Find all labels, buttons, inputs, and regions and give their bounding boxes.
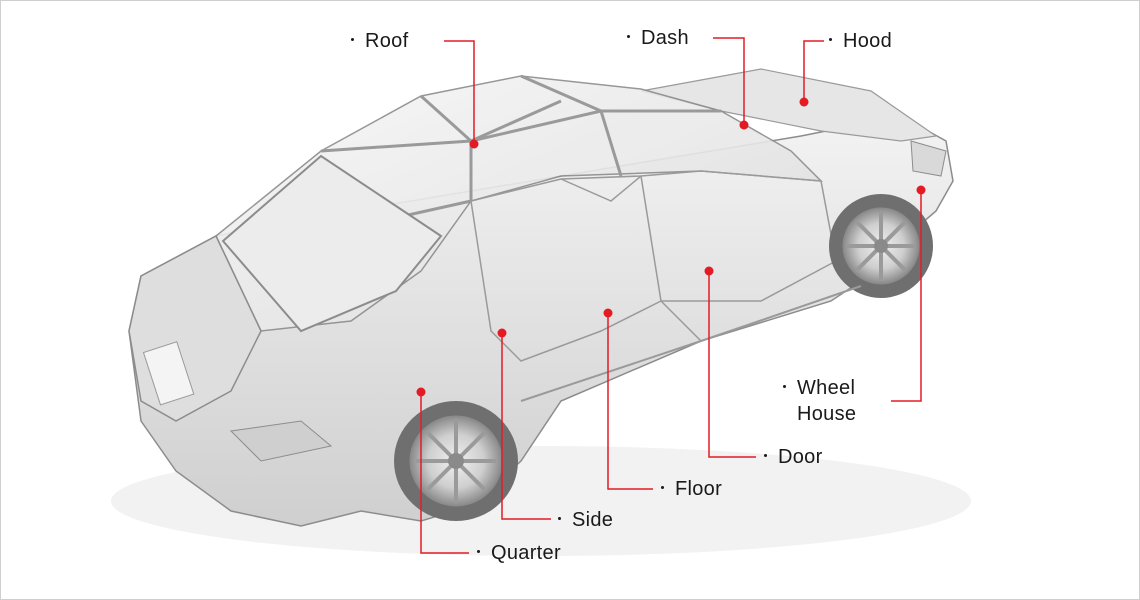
label-quarter: Quarter	[477, 540, 561, 566]
label-floor: Floor	[661, 476, 722, 502]
label-floor-text: Floor	[675, 478, 722, 500]
label-side: Side	[558, 507, 613, 533]
label-wheel-house-line2: House	[783, 401, 856, 427]
hood-marker	[800, 98, 809, 107]
bullet-icon	[661, 486, 664, 489]
label-dash-text: Dash	[641, 27, 689, 49]
roof-marker	[470, 140, 479, 149]
bullet-icon	[351, 38, 354, 41]
rear-wheel	[394, 401, 518, 521]
label-wheel-house: Wheel House	[783, 375, 856, 427]
front-wheel	[829, 194, 933, 298]
label-quarter-text: Quarter	[491, 542, 561, 564]
door-marker	[705, 267, 714, 276]
label-dash: Dash	[627, 25, 689, 51]
wheel-house-marker	[917, 186, 926, 195]
label-wheel-house-line1: Wheel	[797, 377, 855, 399]
bullet-icon	[627, 35, 630, 38]
side-marker	[498, 329, 507, 338]
floor-marker	[604, 309, 613, 318]
bullet-icon	[829, 38, 832, 41]
label-hood: Hood	[829, 28, 892, 54]
label-hood-text: Hood	[843, 30, 892, 52]
bullet-icon	[783, 385, 786, 388]
label-roof-text: Roof	[365, 30, 408, 52]
bullet-icon	[764, 454, 767, 457]
label-door: Door	[764, 444, 823, 470]
label-roof: Roof	[351, 28, 408, 54]
label-side-text: Side	[572, 509, 613, 531]
bullet-icon	[477, 550, 480, 553]
quarter-marker	[417, 388, 426, 397]
dash-marker	[740, 121, 749, 130]
label-door-text: Door	[778, 446, 823, 468]
bullet-icon	[558, 517, 561, 520]
